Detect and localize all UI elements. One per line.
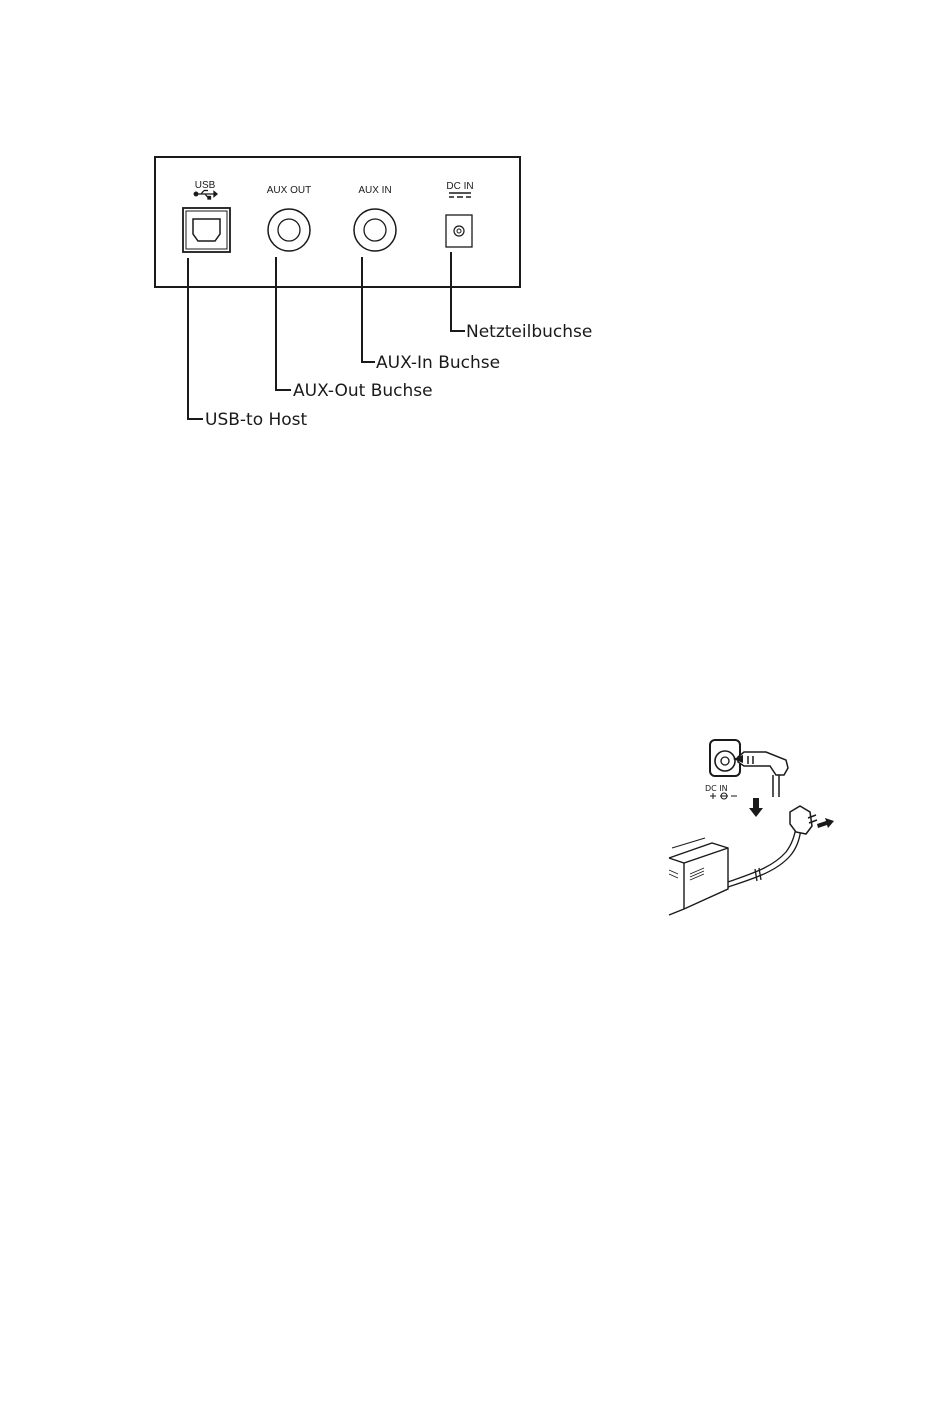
down-arrow-icon [749,798,763,817]
usb-symbol-icon [194,191,217,200]
polarity-symbol-icon [710,793,737,799]
aux-out-port-label: AUX OUT [267,185,311,196]
aux-in-jack: AUX IN [354,185,396,251]
adapter-dc-in-label: DC IN [705,784,728,793]
adapter-brick [669,838,728,915]
aux-in-port-label: AUX IN [358,185,391,196]
callout-aux-in: AUX-In Buchse [376,353,500,373]
callout-usb: USB-to Host [205,410,308,430]
right-arrow-icon [817,818,834,828]
power-adapter-illustration: DC IN [669,740,834,915]
rear-panel: USB AUX OUT AUX IN [155,157,520,287]
callout-labels: Netzteilbuchse AUX-In Buchse AUX-Out Buc… [205,322,592,430]
callout-netzteil: Netzteilbuchse [466,322,592,342]
callout-aux-out: AUX-Out Buchse [293,381,433,401]
adapter-cable [728,826,801,887]
usb-port: USB [183,180,230,252]
dc-plug [738,752,788,797]
wall-plug [790,806,817,834]
dc-in-port-label: DC IN [446,181,473,192]
aux-out-jack: AUX OUT [267,185,311,251]
usb-port-label: USB [195,180,216,191]
dc-in-socket: DC IN [446,181,474,247]
dc-polarity-icon [449,193,471,197]
